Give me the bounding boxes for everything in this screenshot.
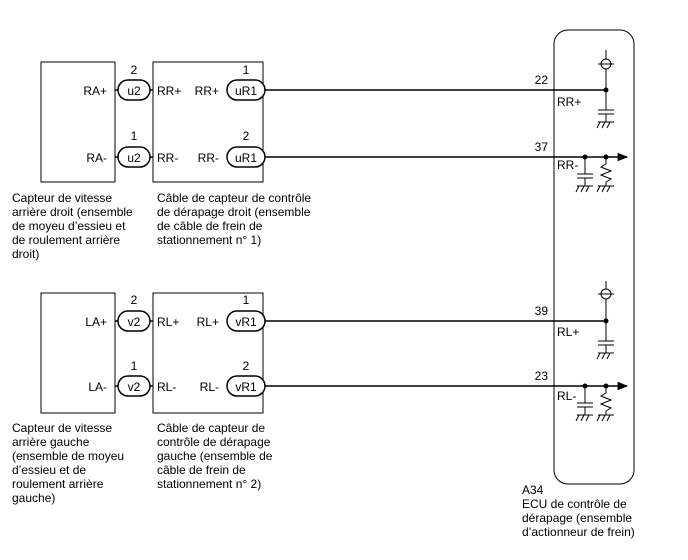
cable-caption-line: stationnement n° 2) (157, 477, 261, 491)
ecu-internal-supply-symbol (598, 281, 614, 324)
connector-vr1-minus (226, 375, 266, 397)
rear-left-speed-sensor-box (40, 292, 116, 414)
ecu-caption-line: ECU de contrôle de (522, 497, 627, 511)
connector-label: v2 (128, 315, 141, 329)
pin-number: 1 (243, 293, 250, 307)
cable-caption-line: stationnement n° 1) (157, 233, 261, 247)
pin-number: 2 (131, 63, 138, 77)
sensor-caption-line: de roulement arrière (12, 233, 120, 247)
ecu-pin-label: RR- (557, 158, 578, 172)
sensor-caption-line: de moyeu d’essieu et (12, 219, 126, 233)
ecu-internal-capacitor-symbol (596, 321, 614, 360)
connector-label: u2 (127, 84, 141, 98)
cable-pin-right-minus: RR- (198, 151, 219, 165)
cable-pin-left-minus: RR- (157, 151, 178, 165)
pin-ra-minus: RA- (86, 151, 107, 165)
pin-la-minus: LA- (88, 380, 107, 394)
connector-label: uR1 (235, 84, 257, 98)
ecu-pin-number: 39 (535, 304, 549, 318)
pin-number: 1 (243, 63, 250, 77)
pin-ra-plus: RA+ (83, 84, 107, 98)
connector-ur1-minus (226, 146, 266, 168)
cable-caption-line: Câble de capteur de (157, 421, 265, 435)
cable-caption-line: câble de frein de (157, 463, 246, 477)
sensor-caption-line: (ensemble de moyeu (12, 449, 124, 463)
cable-pin-right-minus: RL- (200, 380, 219, 394)
lower-circuit: LA+ LA- 2 v2 1 v2 RL+ RL- RL+ RL- 1 vR1 … (12, 281, 629, 505)
sensor-caption-line: arrière droit (ensemble (12, 205, 133, 219)
ecu-pin-number: 23 (535, 369, 549, 383)
ecu-caption-line: d’actionneur de frein) (522, 525, 635, 539)
rear-right-cable-box (152, 61, 264, 183)
rear-right-speed-sensor-box (40, 61, 116, 183)
connector-u2-plus (117, 79, 151, 101)
connector-label: v2 (128, 380, 141, 394)
ecu-caption-line: dérapage (ensemble (522, 511, 632, 525)
rear-left-cable-box (152, 292, 264, 414)
sensor-caption-line: gauche) (12, 491, 55, 505)
connector-label: vR1 (235, 380, 257, 394)
cable-caption-line: de dérapage droit (ensemble (157, 205, 311, 219)
cable-pin-left-plus: RL+ (157, 315, 179, 329)
pin-la-plus: LA+ (85, 315, 107, 329)
cable-pin-right-plus: RR+ (195, 84, 219, 98)
ecu-pin-label: RL- (557, 389, 576, 403)
ecu-pin-number: 37 (535, 140, 549, 154)
pin-number: 2 (243, 129, 250, 143)
cable-caption-line: contrôle de dérapage (157, 435, 271, 449)
pin-number: 2 (243, 359, 250, 373)
sensor-caption-line: Capteur de vitesse (12, 191, 112, 205)
pin-number: 2 (131, 293, 138, 307)
cable-pin-right-plus: RL+ (197, 315, 219, 329)
cable-pin-left-plus: RR+ (157, 84, 181, 98)
sensor-caption-line: roulement arrière (12, 477, 104, 491)
upper-circuit: RA+ RA- 2 u2 1 u2 RR+ RR- RR+ RR- 1 uR1 … (12, 50, 629, 261)
sensor-caption-line: Capteur de vitesse (12, 421, 112, 435)
cable-caption-line: gauche (ensemble de (157, 449, 273, 463)
connector-label: vR1 (235, 315, 257, 329)
connector-label: u2 (127, 151, 141, 165)
ecu-internal-rc-symbol (575, 383, 614, 422)
cable-caption-line: Câble de capteur de contrôle (157, 191, 311, 205)
ecu-box (553, 29, 635, 485)
ecu-internal-capacitor-symbol (596, 90, 614, 129)
ecu-pin-label: RL+ (557, 325, 579, 339)
connector-vr1-plus (226, 310, 266, 332)
pin-number: 1 (131, 129, 138, 143)
ecu-pin-label: RR+ (557, 95, 581, 109)
cable-pin-left-minus: RL- (157, 380, 176, 394)
ecu-pin-number: 22 (535, 73, 549, 87)
sensor-caption-line: arrière gauche (12, 435, 90, 449)
connector-v2-minus (117, 375, 151, 397)
connector-ur1-plus (226, 79, 266, 101)
connector-label: uR1 (235, 151, 257, 165)
sensor-caption-line: d’essieu et de (12, 463, 86, 477)
cable-caption-line: de câble de frein de (157, 219, 263, 233)
connector-v2-plus (117, 310, 151, 332)
connector-u2-minus (117, 146, 151, 168)
ecu-code: A34 (522, 483, 544, 497)
sensor-caption-line: droit) (12, 247, 39, 261)
ecu-internal-rc-symbol (575, 154, 614, 193)
ecu-internal-supply-symbol (598, 50, 614, 93)
pin-number: 1 (131, 359, 138, 373)
